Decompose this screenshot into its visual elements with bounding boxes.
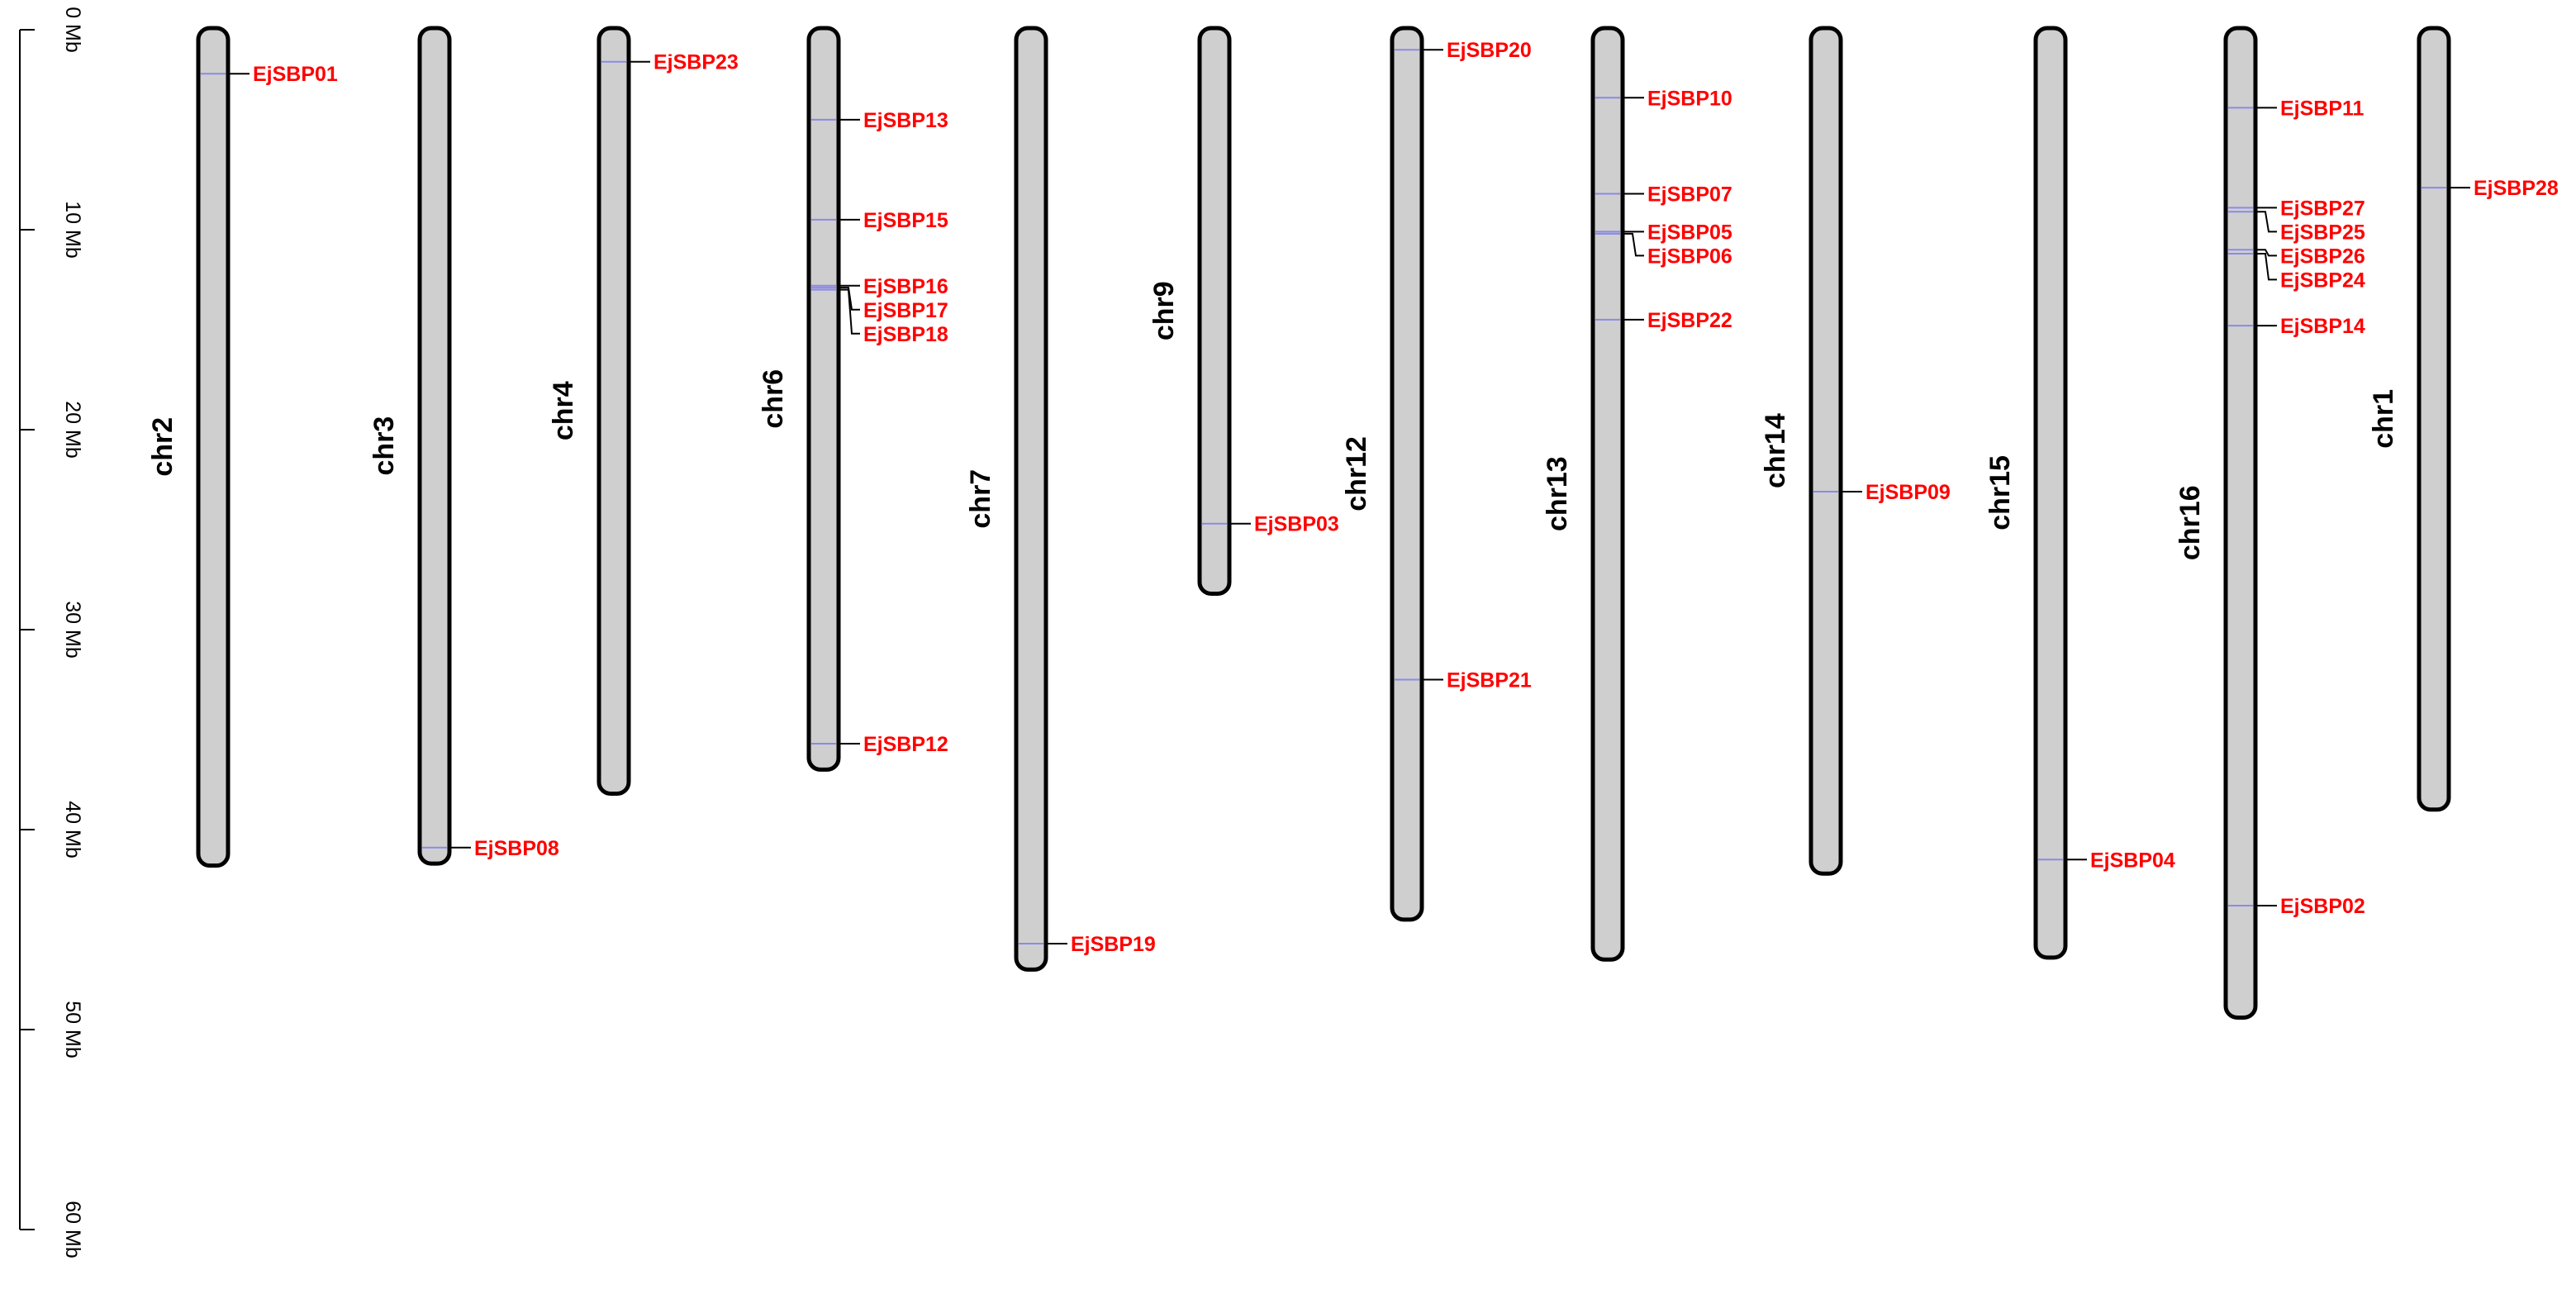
chromosome-label: chr3 xyxy=(368,416,400,476)
gene-label: EjSBP20 xyxy=(1447,39,1532,62)
chromosome-label: chr14 xyxy=(1760,413,1791,488)
gene-leader-line xyxy=(2255,249,2277,257)
gene-label: EjSBP11 xyxy=(2280,97,2365,120)
gene-leader-line xyxy=(2255,253,2277,281)
chromosome-label: chr1 xyxy=(2368,389,2399,449)
chromosome-bar xyxy=(806,26,841,772)
chromosome-label: chr9 xyxy=(1148,281,1180,340)
gene-label: EjSBP12 xyxy=(863,733,948,756)
gene-label: EjSBP28 xyxy=(2474,177,2559,200)
chromosome-set: chr2EjSBP01chr3EjSBP08chr4EjSBP23chr6EjS… xyxy=(147,26,2559,1020)
chromosome-bar xyxy=(596,26,631,796)
gene-label: EjSBP24 xyxy=(2280,269,2365,292)
chromosome-bar xyxy=(1808,26,1843,876)
gene-label: EjSBP23 xyxy=(654,51,739,74)
gene-label: EjSBP13 xyxy=(863,109,948,132)
chromosome-bar xyxy=(196,26,231,868)
scale-tick-label: 40 Mb xyxy=(61,801,84,858)
gene-label: EjSBP03 xyxy=(1254,513,1339,536)
chromosome-bar xyxy=(1197,26,1232,596)
scale-tick-label: 20 Mb xyxy=(61,401,84,458)
gene-label: EjSBP25 xyxy=(2280,221,2365,244)
chromosome-label: chr2 xyxy=(147,417,178,477)
gene-label: EjSBP05 xyxy=(1647,221,1732,244)
scale-tick-label: 60 Mb xyxy=(61,1201,84,1258)
gene-leader-line xyxy=(839,288,860,335)
chromosome-bar xyxy=(417,26,452,866)
scale-tick-label: 30 Mb xyxy=(61,601,84,658)
chromosome-bar xyxy=(1590,26,1625,962)
scale-tick-label: 50 Mb xyxy=(61,1001,84,1058)
chromosome-chr2: chr2 EjSBP01 xyxy=(147,26,338,868)
gene-label: EjSBP02 xyxy=(2280,895,2365,918)
gene-label: EjSBP08 xyxy=(474,837,559,860)
gene-label: EjSBP14 xyxy=(2280,315,2365,338)
gene-label: EjSBP01 xyxy=(253,63,338,86)
chromosome-bar xyxy=(1390,26,1424,922)
gene-leader-line xyxy=(2255,211,2277,233)
chromosome-bar xyxy=(2417,26,2451,812)
gene-leader-line xyxy=(839,287,860,311)
gene-label: EjSBP22 xyxy=(1647,309,1732,332)
chromosome-bar xyxy=(1014,26,1048,972)
gene-label: EjSBP10 xyxy=(1647,87,1732,110)
chromosome-label: chr16 xyxy=(2174,485,2206,560)
gene-label: EjSBP04 xyxy=(2090,849,2175,872)
scale-tick-label: 0 Mb xyxy=(61,7,84,53)
gene-label: EjSBP15 xyxy=(863,209,948,232)
gene-label: EjSBP17 xyxy=(863,299,948,322)
gene-label: EjSBP07 xyxy=(1647,183,1732,206)
scale-tick-label: 10 Mb xyxy=(61,201,84,258)
gene-label: EjSBP16 xyxy=(863,275,948,298)
chromosome-label: chr13 xyxy=(1542,456,1573,531)
chromosome-chr16: chr16 EjSBP11EjSBP27EjSBP25EjSBP26EjSBP24… xyxy=(2174,26,2365,1020)
gene-leader-line xyxy=(1623,232,1644,257)
chromosome-label: chr15 xyxy=(1984,455,2016,530)
gene-label: EjSBP06 xyxy=(1647,245,1732,268)
gene-label: EjSBP27 xyxy=(2280,197,2365,220)
chromosome-label: chr7 xyxy=(965,469,996,529)
chromosome-bar xyxy=(2223,26,2258,1020)
gene-label: EjSBP09 xyxy=(1865,481,1951,504)
gene-label: EjSBP19 xyxy=(1071,933,1156,956)
scale-ruler: 0 Mb 10 Mb 20 Mb 30 Mb 40 Mb 50 Mb 60 Mb xyxy=(19,7,84,1258)
gene-label: EjSBP18 xyxy=(863,323,948,346)
chromosome-label: chr6 xyxy=(758,369,789,429)
gene-label: EjSBP21 xyxy=(1447,669,1532,692)
chromosome-chr6: chr6 EjSBP13EjSBP15EjSBP16EjSBP17EjSBP18E… xyxy=(758,26,948,772)
chromosome-label: chr4 xyxy=(548,381,579,440)
chromosome-bar xyxy=(2033,26,2068,960)
chromosome-chr4: chr4 EjSBP23 xyxy=(548,26,739,796)
gene-label: EjSBP26 xyxy=(2280,245,2365,268)
chromosome-label: chr12 xyxy=(1341,436,1372,511)
chromosome-chr1: chr1 EjSBP28 xyxy=(2368,26,2559,812)
